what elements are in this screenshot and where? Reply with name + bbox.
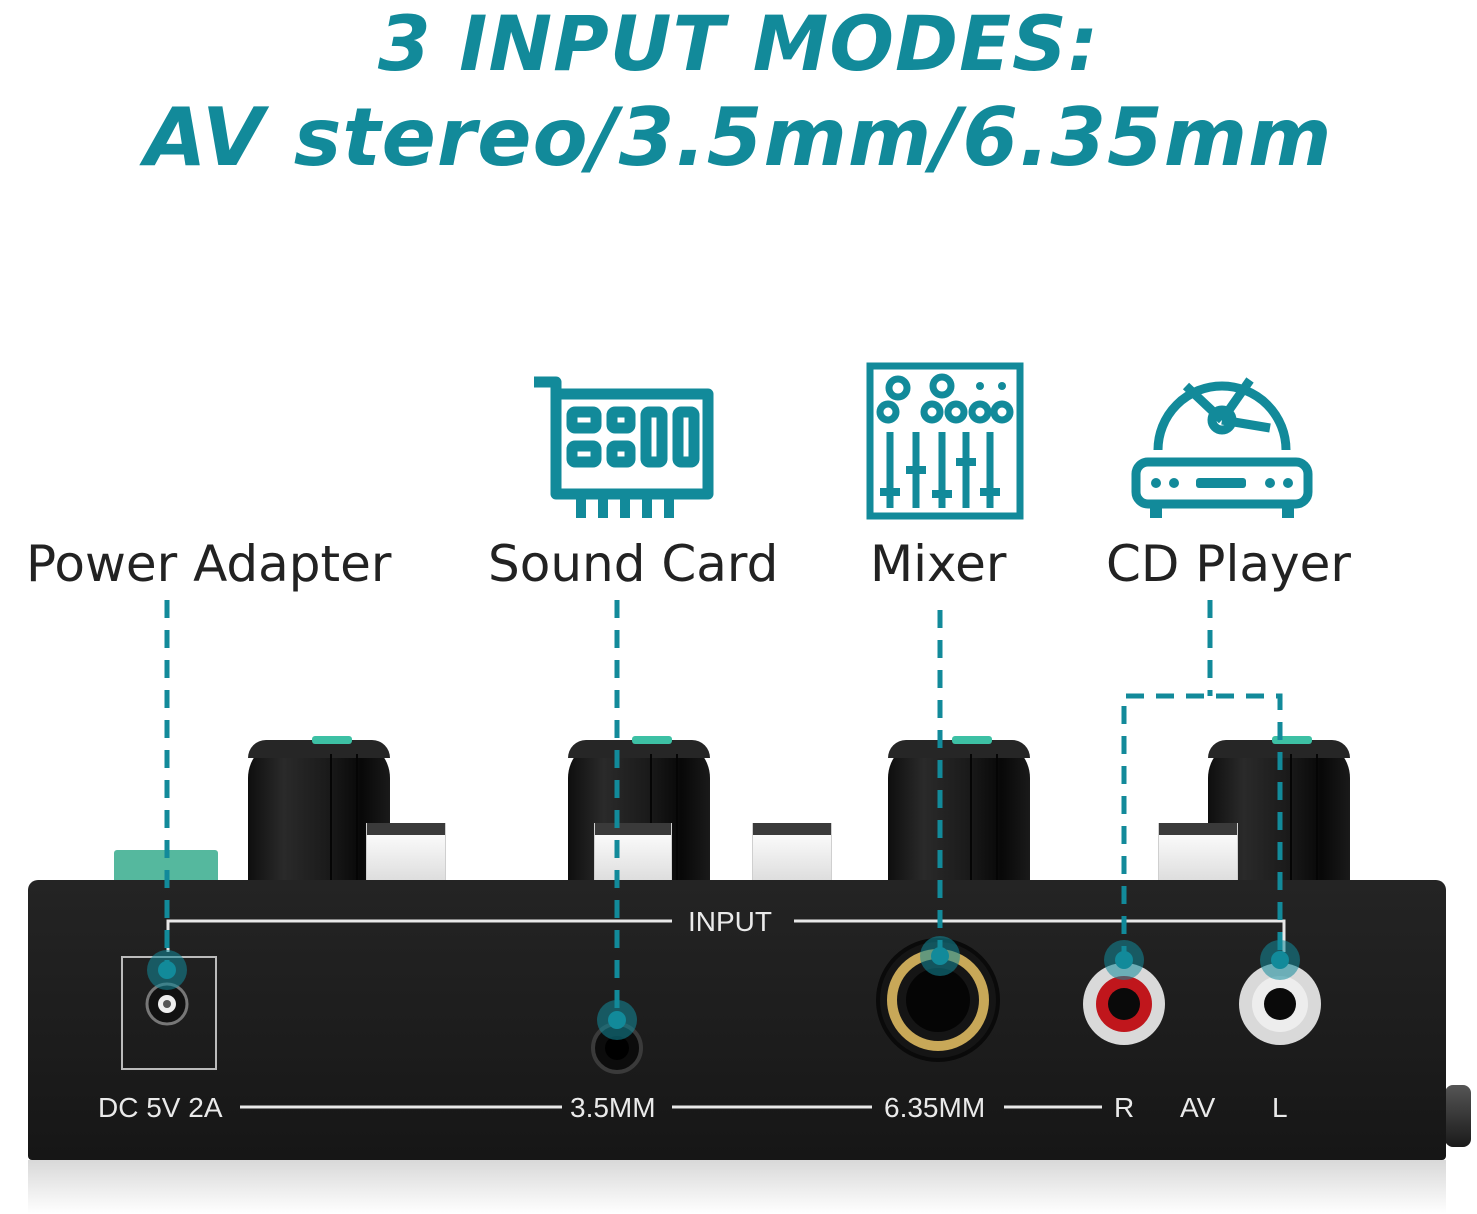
volume-knob-1[interactable] (248, 736, 390, 885)
mixer-icon (866, 362, 1024, 520)
dc-label: DC 5V 2A (98, 1092, 223, 1123)
connection-dot-rca-l (1260, 940, 1300, 980)
front-panel (28, 880, 1446, 1160)
cd-player-icon (1131, 377, 1313, 518)
side-screw-right (1445, 1085, 1471, 1147)
av-label: AV (1180, 1092, 1216, 1123)
input-label: INPUT (688, 906, 772, 937)
headline-line-2: AV stereo/3.5mm/6.35mm (144, 91, 1333, 184)
mode-switch-3[interactable] (752, 823, 832, 884)
jack-6-35mm-label: 6.35MM (884, 1092, 986, 1123)
connection-dot-3-5mm (597, 1000, 637, 1040)
connection-dot-dc (147, 950, 187, 990)
rca-jack-left (1239, 963, 1321, 1045)
connection-dot-rca-r (1104, 940, 1144, 980)
connection-dot-6-35mm (920, 936, 960, 976)
rca-jack-right (1083, 963, 1165, 1045)
mode-switch-2[interactable] (594, 823, 672, 884)
jack-6-35mm (876, 938, 1000, 1062)
label-cd-player: CD Player (1106, 535, 1351, 593)
reflection (28, 1160, 1446, 1214)
sound-card-icon (534, 376, 714, 518)
volume-knob-3[interactable] (888, 736, 1030, 885)
rca-l-label: L (1272, 1092, 1288, 1123)
dc-power-jack (145, 982, 189, 1026)
mode-switch-1[interactable] (366, 823, 446, 884)
headline-line-1: 3 INPUT MODES: (377, 0, 1100, 88)
jack-3-5mm-label: 3.5MM (570, 1092, 656, 1123)
label-power-adapter: Power Adapter (26, 535, 392, 593)
label-sound-card: Sound Card (488, 535, 779, 593)
label-mixer: Mixer (870, 535, 1007, 593)
rca-r-label: R (1114, 1092, 1135, 1123)
